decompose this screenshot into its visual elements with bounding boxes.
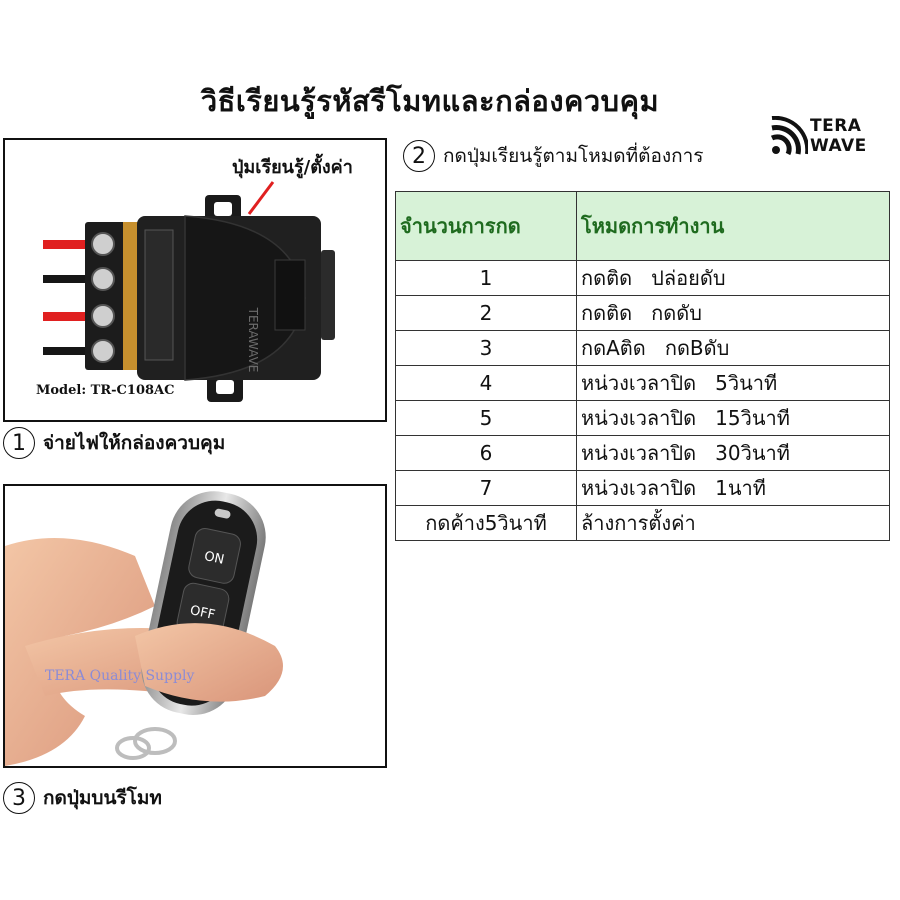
receiver-photo-panel: TERAWAVE bbox=[3, 138, 387, 422]
press-count-cell: 7 bbox=[395, 470, 577, 506]
mode-cell: กดติด ปล่อยดับ bbox=[576, 260, 890, 296]
mode-cell: หน่วงเวลาปิด 30วินาที bbox=[576, 435, 890, 471]
press-count-cell: 4 bbox=[395, 365, 577, 401]
step-2-text: กดปุ่มเรียนรู้ตามโหมดที่ต้องการ bbox=[443, 145, 704, 167]
header-mode: โหมดการทำงาน bbox=[576, 191, 890, 261]
terawave-logo: TERA WAVE bbox=[770, 115, 880, 160]
step-2-number: 2 bbox=[403, 140, 435, 172]
receiver-device-image: TERAWAVE bbox=[43, 181, 335, 402]
page-title: วิธีเรียนรู้รหัสรีโมทและกล่องควบคุม bbox=[200, 84, 660, 118]
mode-cell: หน่วงเวลาปิด 15วินาที bbox=[576, 400, 890, 436]
watermark-text: TERA Quality Supply bbox=[45, 668, 195, 684]
step-2: 2 กดปุ่มเรียนรู้ตามโหมดที่ต้องการ bbox=[403, 140, 704, 172]
press-count-cell: 3 bbox=[395, 330, 577, 366]
table-row: กดค้าง5วินาทีล้างการตั้งค่า bbox=[395, 505, 890, 541]
press-count-cell: 6 bbox=[395, 435, 577, 471]
step-1-text: จ่ายไฟให้กล่องควบคุม bbox=[43, 432, 226, 454]
header-press-count: จำนวนการกด bbox=[395, 191, 577, 261]
step-3: 3 กดปุ่มบนรีโมท bbox=[3, 782, 162, 814]
mode-cell: ล้างการตั้งค่า bbox=[576, 505, 890, 541]
step-3-text: กดปุ่มบนรีโมท bbox=[43, 787, 162, 809]
table-header-row: จำนวนการกด โหมดการทำงาน bbox=[395, 191, 890, 261]
step-1: 1 จ่ายไฟให้กล่องควบคุม bbox=[3, 427, 225, 459]
mode-cell: หน่วงเวลาปิด 1นาที bbox=[576, 470, 890, 506]
press-count-cell: 5 bbox=[395, 400, 577, 436]
learn-button-callout: ปุ่มเรียนรู้/ตั้งค่า bbox=[232, 157, 353, 178]
step-3-number: 3 bbox=[3, 782, 35, 814]
mode-cell: กดAติด กดBดับ bbox=[576, 330, 890, 366]
wifi-signal-icon bbox=[770, 115, 810, 156]
on-button-label: ON bbox=[203, 549, 226, 568]
device-brand-label: TERAWAVE bbox=[246, 307, 260, 373]
off-button-label: OFF bbox=[189, 603, 217, 623]
model-label: Model: TR-C108AC bbox=[36, 383, 175, 398]
remote-photo-panel: ON OFF bbox=[3, 484, 387, 768]
press-count-cell: 2 bbox=[395, 295, 577, 331]
step-1-number: 1 bbox=[3, 427, 35, 459]
logo-line2: WAVE bbox=[810, 136, 867, 156]
mode-cell: กดติด กดดับ bbox=[576, 295, 890, 331]
remote-hand-image: ON OFF bbox=[5, 491, 283, 766]
mode-cell: หน่วงเวลาปิด 5วินาที bbox=[576, 365, 890, 401]
press-count-cell: กดค้าง5วินาที bbox=[395, 505, 577, 541]
press-count-cell: 1 bbox=[395, 260, 577, 296]
logo-line1: TERA bbox=[810, 116, 862, 136]
